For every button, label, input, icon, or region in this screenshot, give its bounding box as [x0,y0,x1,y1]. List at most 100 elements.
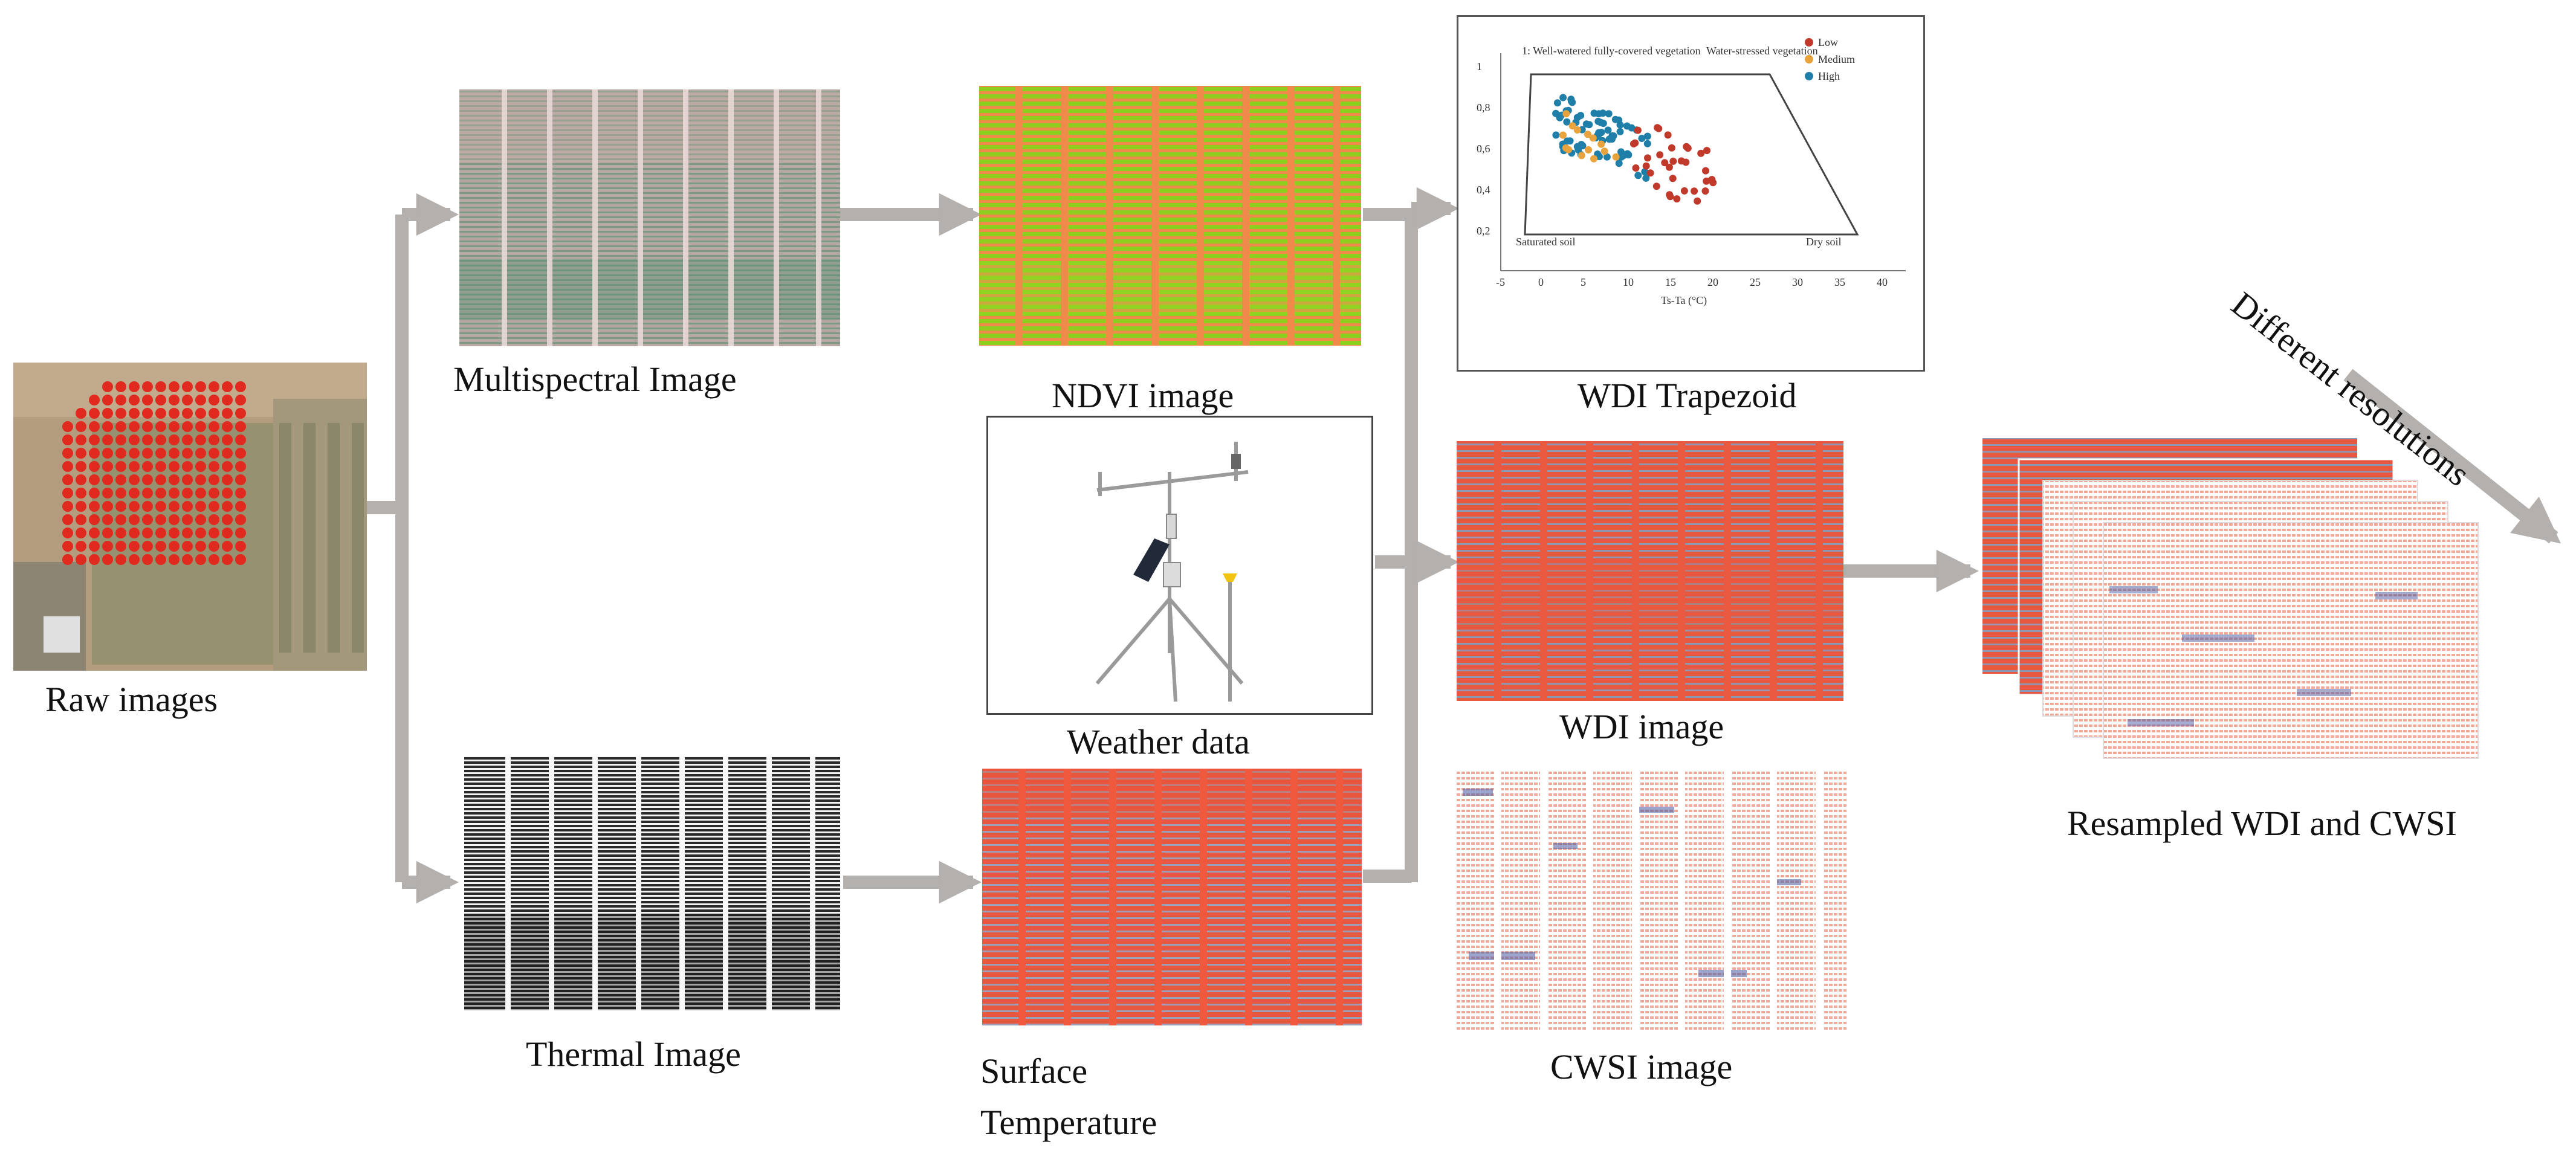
surface-temperature-label-2: Temperature [980,1103,1157,1142]
sample-point [169,434,180,445]
sample-point [209,448,219,459]
sample-point [182,501,193,512]
sample-point [89,448,100,459]
sample-point [129,541,140,552]
sample-point [169,501,180,512]
sample-point [222,395,233,405]
sample-point [169,408,180,419]
sample-point [235,395,246,405]
scatter-point [1702,167,1709,175]
trapezoid-y-ticks: 0,20,40,60,81 [1477,60,1490,237]
sample-point [142,408,153,419]
scatter-point [1632,164,1640,172]
sample-point [169,528,180,538]
sample-point [222,434,233,445]
scatter-point [1629,140,1637,147]
scatter-point [1605,110,1613,118]
scatter-point [1620,152,1628,160]
sample-point [115,488,126,499]
x-tick-label: 30 [1792,276,1803,288]
sample-point [102,381,113,392]
cwsi-label: CWSI image [1550,1047,1733,1086]
sample-point [129,488,140,499]
sample-point [169,421,180,432]
scatter-point [1612,153,1620,161]
sample-point [115,448,126,459]
multispectral-label: Multispectral Image [453,360,737,399]
sample-point [222,541,233,552]
sample-point [235,448,246,459]
sample-point [76,474,86,485]
sample-point [115,421,126,432]
sample-point [155,501,166,512]
scatter-point [1708,176,1716,184]
sample-point [182,408,193,419]
scatter-point [1596,153,1603,161]
sample-point [209,488,219,499]
raw-images-label: Raw images [45,680,218,719]
legend-label: Low [1818,36,1838,48]
sample-point [142,528,153,538]
scatter-point [1694,197,1701,205]
scatter-point [1643,132,1651,140]
sample-point [155,488,166,499]
scatter-point [1578,152,1585,160]
scatter-point [1582,120,1590,128]
sample-point [235,541,246,552]
sample-point [169,381,180,392]
wdi-image [1457,441,1843,701]
wdi-trapezoid-plot: 1: Well-watered fully-covered vegetation… [1457,15,1925,372]
scatter-point [1599,109,1607,117]
sample-point [89,554,100,565]
sample-point [102,514,113,525]
legend-marker [1805,55,1813,63]
sample-point [115,434,126,445]
sample-point [195,501,206,512]
sample-point [209,541,219,552]
sample-point [76,528,86,538]
sample-point [62,528,73,538]
sample-point [235,514,246,525]
scatter-point [1638,135,1646,142]
sample-point [222,448,233,459]
sample-point [142,381,153,392]
sample-point [115,528,126,538]
sample-point [76,488,86,499]
sample-point [182,514,193,525]
sample-point [129,474,140,485]
sample-point [155,461,166,472]
scatter-point [1634,126,1642,134]
scatter-point [1562,110,1570,118]
y-tick-label: 0,6 [1477,143,1490,155]
scatter-point [1552,131,1560,139]
sample-point [155,554,166,565]
legend-label: Medium [1818,53,1855,65]
scatter-point [1559,131,1567,139]
sample-point [182,528,193,538]
y-tick-label: 0,4 [1477,184,1490,196]
sample-point [129,554,140,565]
sample-point [235,408,246,419]
sample-point [115,408,126,419]
sample-point [102,501,113,512]
sample-point [182,421,193,432]
sample-point [169,554,180,565]
sample-point [115,381,126,392]
sample-point [62,541,73,552]
scatter-point [1597,129,1605,137]
resampled-label: Resampled WDI and CWSI [2067,804,2457,843]
scatter-point [1564,137,1571,145]
sample-point [169,488,180,499]
legend-marker [1805,72,1813,80]
sample-point [235,554,246,565]
sample-point [62,461,73,472]
sample-point [209,408,219,419]
scatter-point [1567,95,1575,103]
sample-point [102,434,113,445]
sample-point [129,395,140,405]
scatter-point [1597,140,1605,148]
sample-point [209,554,219,565]
sample-point [235,488,246,499]
sample-point [222,408,233,419]
